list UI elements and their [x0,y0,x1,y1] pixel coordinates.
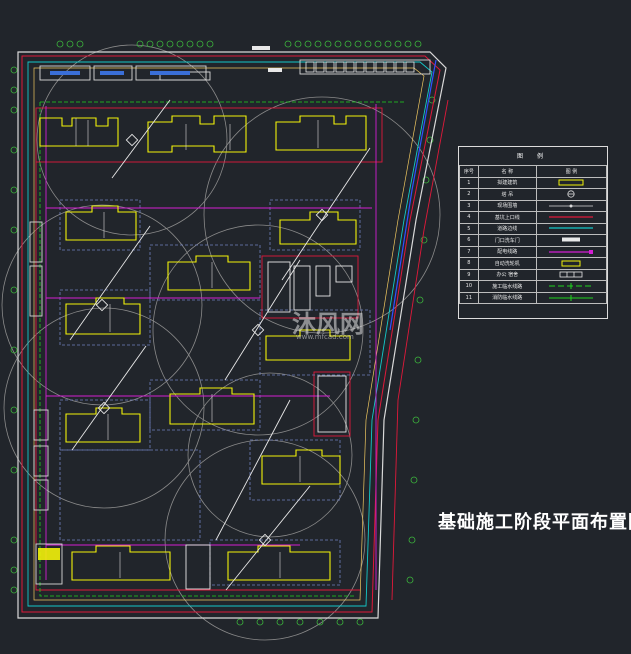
crane-circle [203,96,441,334]
watermark-text: 沐风网 [292,310,364,338]
crane-circle [152,224,364,436]
building-outline-icon [535,176,608,189]
building [169,387,255,425]
legend-row-name: 基坑上口线 [477,211,537,224]
cyan-line-icon [535,222,608,235]
magenta-line-icon [535,245,608,258]
legend-row-no: 7 [459,245,479,258]
legend-row-name: 拟建建筑 [477,176,537,189]
building [279,211,357,245]
crane-circle [3,307,205,509]
legend-row-no: 2 [459,188,479,201]
legend-row-no: 10 [459,280,479,293]
legend-row-name: 自动洗轮机 [477,257,537,270]
legend-row-no: 3 [459,199,479,212]
power-lines [45,104,377,590]
buildings [39,115,367,581]
crane-circle [187,372,353,538]
green-dash-icon [535,280,608,293]
legend-row-name: 配电线路 [477,245,537,258]
legend-row-no: 1 [459,176,479,189]
crane-radius-circles [1,44,441,641]
crane-circle [1,204,203,406]
container-row [305,61,415,73]
building [65,297,141,335]
building [227,545,331,581]
legend-header-no: 序号 [459,165,479,178]
building [275,115,367,151]
legend-row-name: 门口洗车门 [477,234,537,247]
legend-row-name: 塔 吊 [477,188,537,201]
green-line-icon [535,291,608,304]
crane-circle [36,44,228,236]
building [39,117,119,147]
building [261,449,341,485]
crane-bases [95,133,329,547]
office-box-icon [535,268,608,281]
drawing-title: 基础施工阶段平面布置图 [438,512,631,533]
pit-edge-lines [35,107,383,591]
legend-header-name: 名 称 [477,165,537,178]
tower-crane-circle-icon [535,188,608,201]
legend-row-name: 消防临水线路 [477,291,537,304]
gate [252,46,282,72]
legend-row-no: 5 [459,222,479,235]
storage-yards [185,261,353,590]
building [147,115,247,153]
building-details [75,118,319,578]
legend-title: 图 例 [517,153,549,160]
legend-row-name: 现场围墙 [477,199,537,212]
office-fill [50,71,190,75]
water-lines [39,101,404,597]
legend-row-no: 8 [459,257,479,270]
site-offices [39,59,431,81]
legend-row-no: 4 [459,211,479,224]
white-bar-icon [535,234,608,247]
watermark-url: www.mfcad.com [296,333,354,341]
legend-header-symbol: 图 例 [535,165,608,178]
fence-line-icon [535,199,608,212]
left-facilities [29,221,63,585]
building [65,407,141,443]
legend-row-no: 6 [459,234,479,247]
legend-row-name: 施工临水线路 [477,280,537,293]
building [71,545,171,581]
red-line-icon [535,211,608,224]
yard-fill [38,548,60,560]
legend-row-no: 11 [459,291,479,304]
legend-header-row: 序号 名 称 图 例 [459,165,608,178]
legend-row-no: 9 [459,268,479,281]
site-boundary [17,51,449,619]
crane-jibs [69,99,371,591]
legend-row-name: 道路边线 [477,222,537,235]
building [65,205,137,241]
legend-row-name: 办公 宿舍 [477,268,537,281]
building [265,329,351,361]
building [167,255,251,291]
yellow-box-icon [535,257,608,270]
